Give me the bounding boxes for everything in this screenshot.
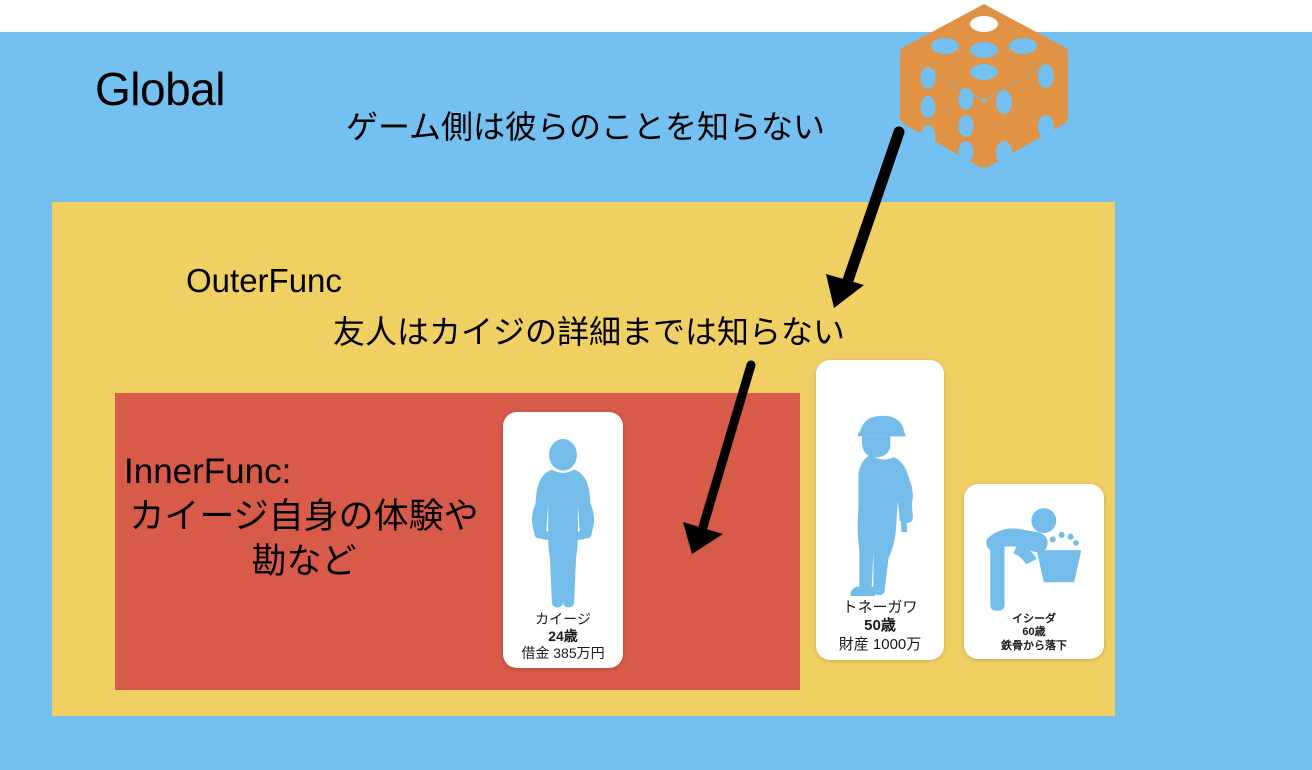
character-detail: 財産 1000万 [838,635,922,653]
character-age: 50歳 [864,617,896,635]
annotation-outer-note: 友人はカイジの詳細までは知らない [333,314,846,350]
character-card-caption: トネーガワ 50歳 財産 1000万 [816,599,944,660]
annotation-global-note: ゲーム側は彼らのことを知らない [346,109,826,145]
character-detail: 鉄骨から落下 [1001,639,1067,652]
character-age: 24歳 [548,627,578,644]
worker-with-helmet-icon [816,360,944,599]
standing-person-icon [503,412,623,611]
character-card-kaiji[interactable]: カイージ 24歳 借金 385万円 [503,412,623,668]
character-card-tonegawa[interactable]: トネーガワ 50歳 財産 1000万 [816,360,944,660]
scope-label-global: Global [95,63,225,115]
scope-label-innerfunc-line1: InnerFunc: [124,452,292,491]
character-name: カイージ [535,610,591,627]
scope-label-innerfunc-line2: カイージ自身の体験や [129,496,479,536]
character-card-ishida[interactable]: イシーダ 60歳 鉄骨から落下 [964,484,1104,659]
scope-label-innerfunc-line3: 勘など [251,541,357,581]
dice-icon [898,2,1070,170]
character-card-caption: カイージ 24歳 借金 385万円 [503,611,623,668]
character-detail: 借金 385万円 [521,644,605,661]
scope-label-innerfunc: InnerFunc: カイージ自身の体験や 勘など [124,450,484,584]
character-age: 60歳 [1022,626,1046,639]
character-name: トネーガワ [842,599,918,617]
character-card-caption: イシーダ 60歳 鉄骨から落下 [964,613,1104,659]
scope-label-outerfunc: OuterFunc [186,262,342,299]
character-name: イシーダ [1012,612,1056,625]
person-drinking-fountain-icon [964,484,1104,613]
